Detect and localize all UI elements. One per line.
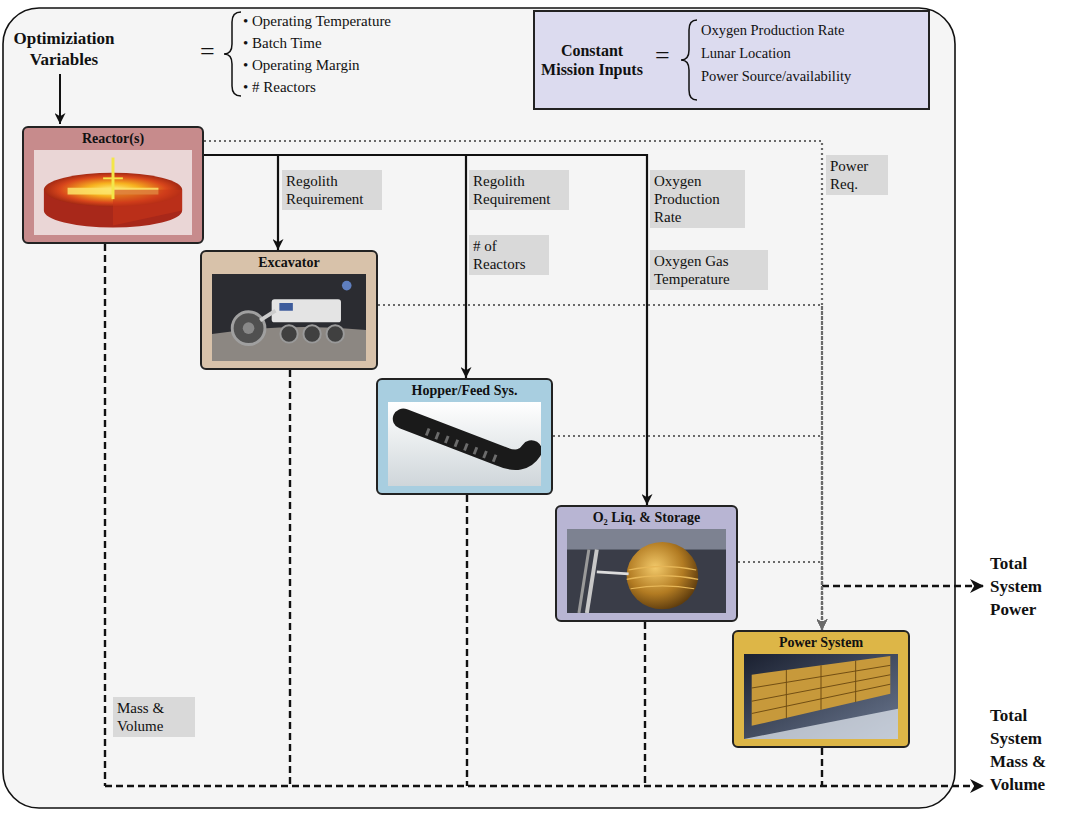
reactor-box: Reactor(s) bbox=[22, 126, 204, 244]
illustration-part bbox=[597, 572, 629, 574]
illustration-part bbox=[388, 402, 541, 486]
flow-label: Oxygen Production Rate bbox=[650, 170, 745, 228]
curly-brace bbox=[224, 12, 241, 96]
flow-label: Power Req. bbox=[826, 155, 888, 195]
power-connector bbox=[204, 141, 822, 630]
storage-illustration bbox=[567, 529, 726, 613]
illustration-part bbox=[113, 190, 182, 226]
illustration-part bbox=[579, 550, 589, 613]
illustration-part bbox=[303, 325, 320, 342]
hopper-box: Hopper/Feed Sys. bbox=[376, 378, 553, 495]
equals-sign: = bbox=[655, 42, 670, 70]
excavator-box: Excavator bbox=[200, 250, 378, 370]
output-label: Total System Mass & Volume bbox=[990, 704, 1072, 796]
illustration-part bbox=[752, 661, 891, 719]
illustration-part bbox=[786, 670, 787, 718]
box-heading: Power System bbox=[734, 632, 908, 651]
illustration-part bbox=[744, 709, 898, 739]
illustration-part bbox=[212, 274, 366, 361]
illustration-part bbox=[34, 150, 192, 235]
flow-label: Regolith Requirement bbox=[282, 170, 382, 210]
illustration-part bbox=[821, 665, 822, 709]
mass-line bbox=[289, 370, 291, 786]
power-connector bbox=[378, 305, 822, 630]
box-heading: Excavator bbox=[202, 252, 376, 271]
power-output-arrow bbox=[822, 585, 984, 587]
variable-item: • Batch Time bbox=[243, 33, 322, 53]
input-item: Lunar Location bbox=[701, 43, 791, 63]
illustration-part bbox=[425, 428, 430, 436]
storage-box: O₂ Liq. & Storage bbox=[555, 505, 738, 622]
input-item: Power Source/availability bbox=[701, 66, 851, 86]
input-arrow bbox=[59, 74, 61, 124]
flow-label: Mass & Volume bbox=[113, 697, 195, 737]
output-label: Total System Power bbox=[990, 552, 1072, 621]
curly-brace bbox=[675, 12, 705, 108]
mass-line bbox=[644, 622, 646, 786]
variable-item: • Operating Temperature bbox=[243, 11, 391, 31]
flow-connector bbox=[204, 155, 278, 250]
illustration-part bbox=[627, 542, 699, 609]
illustration-part bbox=[463, 443, 468, 451]
mass-line bbox=[821, 748, 823, 786]
reactor-illustration bbox=[34, 150, 192, 235]
illustration-part bbox=[425, 428, 497, 462]
system-frame bbox=[3, 8, 955, 808]
flow-label: Oxygen Gas Temperature bbox=[650, 250, 768, 290]
box-heading: Reactor(s) bbox=[24, 128, 202, 147]
illustration-part bbox=[473, 447, 478, 455]
illustration-part bbox=[492, 454, 497, 462]
illustration-part bbox=[243, 322, 255, 334]
illustration-part bbox=[403, 419, 531, 460]
box-heading: Hopper/Feed Sys. bbox=[378, 380, 551, 399]
illustration-part bbox=[567, 529, 726, 613]
power-illustration bbox=[744, 654, 898, 739]
illustration-part bbox=[435, 432, 440, 440]
illustration-part bbox=[279, 303, 292, 311]
mass-line bbox=[104, 244, 106, 786]
illustration-part bbox=[272, 299, 341, 322]
power-connector bbox=[553, 436, 822, 630]
power-box: Power System bbox=[732, 630, 910, 748]
illustration-part bbox=[627, 566, 699, 588]
illustration-part bbox=[744, 654, 898, 739]
box-heading: O₂ Liq. & Storage bbox=[557, 507, 736, 526]
hopper-illustration bbox=[388, 402, 541, 486]
mass-bus bbox=[105, 244, 984, 786]
illustration-part bbox=[280, 325, 297, 342]
power-connector bbox=[738, 562, 822, 630]
illustration-part bbox=[103, 177, 123, 179]
illustration-part bbox=[444, 436, 449, 444]
section-heading: Optimiziation Variables bbox=[4, 28, 124, 70]
equals-sign: = bbox=[200, 38, 215, 66]
variable-item: • # Reactors bbox=[243, 77, 316, 97]
illustration-part bbox=[260, 311, 275, 321]
illustration-part bbox=[482, 450, 487, 458]
mass-line bbox=[466, 495, 468, 786]
illustration-part bbox=[327, 325, 344, 342]
inputs-box: Constant Mission Inputs = Oxygen Productio… bbox=[533, 10, 930, 110]
flow-connector bbox=[204, 155, 647, 505]
illustration-part bbox=[342, 281, 352, 291]
illustration-part bbox=[454, 439, 459, 447]
illustration-part bbox=[681, 20, 697, 100]
illustration-part bbox=[855, 661, 856, 703]
illustration-part bbox=[232, 312, 265, 345]
flow-label: # of Reactors bbox=[469, 235, 549, 275]
excavator-illustration bbox=[212, 274, 366, 361]
variable-item: • Operating Margin bbox=[243, 55, 360, 75]
flow-label: Regolith Requirement bbox=[469, 170, 569, 210]
input-item: Oxygen Production Rate bbox=[701, 20, 844, 40]
mass-output-arrow bbox=[105, 785, 984, 787]
box-heading: Constant Mission Inputs bbox=[539, 41, 645, 79]
